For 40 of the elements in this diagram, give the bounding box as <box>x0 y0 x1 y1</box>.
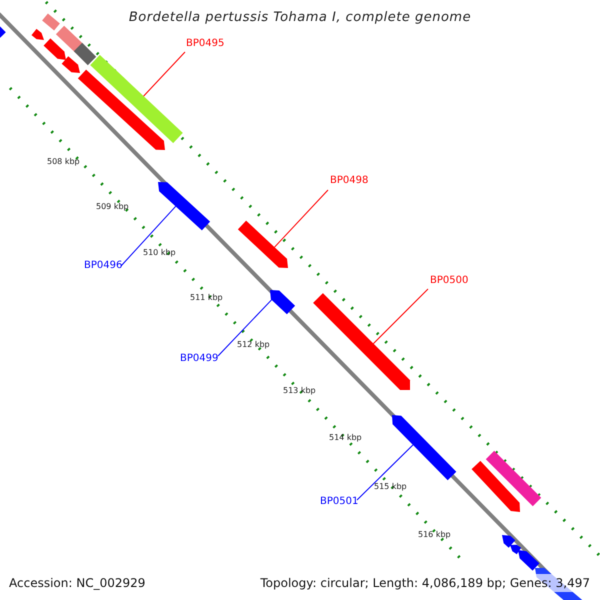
scale-label: 515 kbp <box>374 481 407 493</box>
leader-line <box>274 190 328 248</box>
gene-bar <box>486 450 542 506</box>
scale-label: 514 kbp <box>329 432 362 444</box>
leader-line <box>356 444 414 500</box>
gene-bar <box>32 28 44 40</box>
gene-bar <box>270 290 296 314</box>
leader-line <box>218 299 272 356</box>
gene-bar <box>472 460 520 512</box>
gene-bar <box>74 42 96 66</box>
leader-line <box>143 52 186 97</box>
scale-label: 513 kbp <box>283 385 316 397</box>
leader-line <box>372 288 428 344</box>
title: Bordetella pertussis Tohama I, complete genome <box>128 9 472 27</box>
scale-label: 510 kbp <box>143 247 176 259</box>
gene-label: BP0499 <box>180 352 218 366</box>
gene-label: BP0495 <box>186 37 224 51</box>
gene-bar <box>238 220 288 268</box>
gene-bar <box>510 544 522 554</box>
accession-text: Accession: NC_002929 <box>9 575 146 592</box>
gene-label: BP0498 <box>330 174 368 188</box>
gene-bar <box>42 14 60 30</box>
gene-bar <box>158 182 210 230</box>
gene-bar <box>78 70 165 150</box>
gene-label: BP0496 <box>84 259 122 273</box>
scale-label: 511 kbp <box>190 292 223 304</box>
gene-bar <box>502 535 516 548</box>
gene-bar <box>44 38 66 60</box>
scale-label: 512 kbp <box>237 339 270 351</box>
gene-bar <box>518 550 540 571</box>
scale-label: 509 kbp <box>96 201 129 213</box>
gene-label: BP0501 <box>320 495 358 509</box>
gene-bar <box>90 54 183 144</box>
scale-label: 508 kbp <box>47 156 80 168</box>
leader-line <box>120 206 176 266</box>
gene-bar <box>392 415 456 480</box>
scale-label: 516 kbp <box>418 529 451 541</box>
genome-summary-text: Topology: circular; Length: 4,086,189 bp; Genes: 3,497 <box>260 574 590 592</box>
gene-label: BP0500 <box>430 274 468 288</box>
gene-bar <box>62 56 80 73</box>
